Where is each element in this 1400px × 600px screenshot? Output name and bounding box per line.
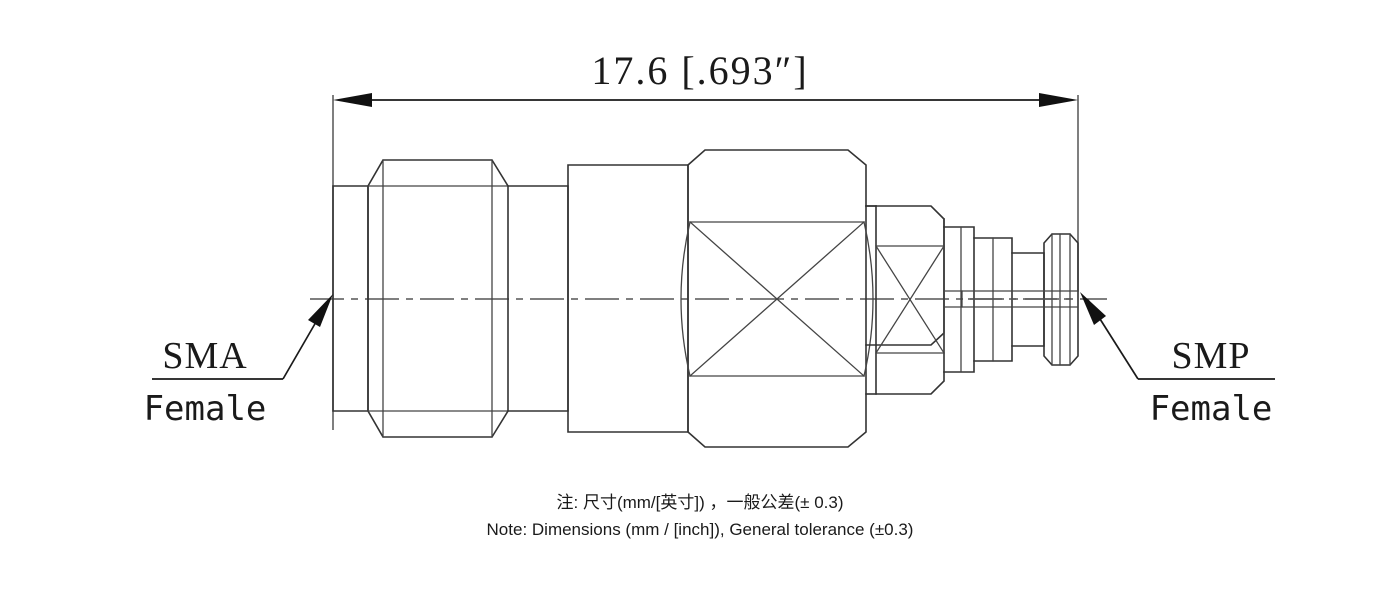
center-hex-outline — [687, 149, 867, 448]
dimension-arrow-right — [1039, 93, 1078, 107]
center-hex-arc-right — [863, 221, 874, 377]
dimension-arrow-left — [333, 93, 372, 107]
dimension-group: 17.6 [.693″] — [332, 48, 1079, 430]
smp-center-pin-slot — [943, 290, 1079, 308]
smp-gender-label: Female — [1150, 389, 1273, 429]
sma-type-label: SMA — [162, 335, 247, 377]
note-line-english: Note: Dimensions (mm / [inch]), General … — [487, 520, 914, 539]
smp-type-label: SMP — [1171, 335, 1250, 377]
smp-flange-outline — [1043, 233, 1079, 366]
center-hex-arc-left — [680, 221, 691, 377]
sma-gender-label: Female — [144, 389, 267, 429]
center-hex-nut — [680, 149, 874, 448]
smp-small-hex — [865, 205, 945, 395]
sma-callout: SMA Female — [144, 294, 333, 429]
center-pin-body — [961, 290, 1079, 308]
center-hex-cross-diagonal-b — [689, 221, 865, 377]
note-line-chinese: 注: 尺寸(mm/[英寸]) ，一般公差(± 0.3) — [557, 493, 844, 512]
sma-leader-arrowhead — [308, 294, 333, 327]
smp-leader-arrowhead — [1080, 292, 1106, 325]
smp-hex-cross-diagonal-b — [875, 245, 945, 354]
smp-callout: SMP Female — [1080, 292, 1275, 429]
dimension-label: 17.6 [.693″] — [591, 48, 808, 93]
smp-end-flange — [1043, 233, 1079, 366]
smp-hex-outline-upper — [865, 205, 945, 346]
